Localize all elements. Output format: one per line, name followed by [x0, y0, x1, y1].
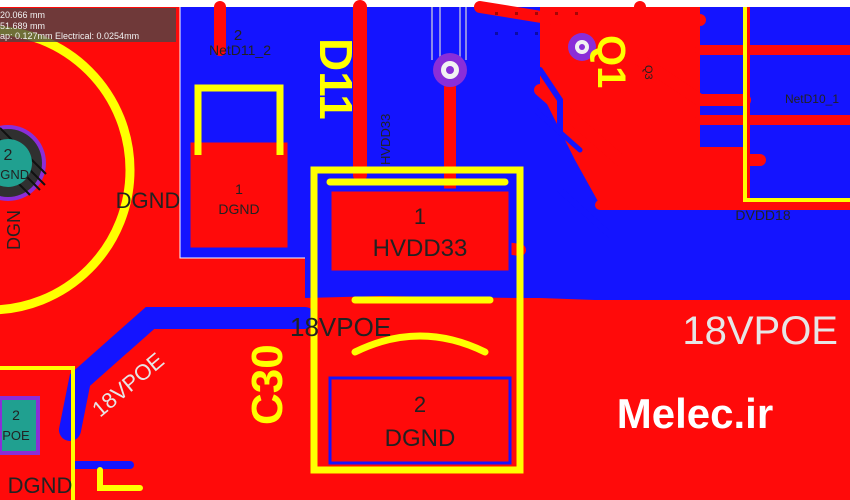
coordinate-readout: 20.066 mm 51.689 mm ap: 0.127mm Electric…	[0, 8, 176, 42]
bl-pad[interactable]	[0, 396, 40, 455]
bottom-copper-pour-strip	[610, 205, 850, 250]
window-top-edge	[0, 0, 850, 7]
q1-ref-label: Q1	[589, 35, 633, 88]
netd11-net-label: NetD11_2	[209, 42, 271, 58]
bl-pad-silk	[0, 366, 75, 500]
c30-pin1-label: 1	[414, 204, 426, 229]
readout-x: 20.066 mm	[0, 10, 46, 20]
smd-pad-dgnd[interactable]	[185, 137, 293, 253]
q1-sub-label: Q3	[642, 65, 654, 80]
bottom-copper-pour-right	[750, 7, 850, 212]
readout-clearance: ap: 0.127mm Electrical: 0.0254mm	[0, 31, 140, 41]
trace-q1-up	[634, 1, 751, 106]
bl-pad-net-label: POE	[2, 428, 30, 443]
small-pad-net-label: DGND	[218, 201, 259, 217]
c30-pin2-label: 2	[414, 392, 426, 417]
fence-lines	[431, 7, 467, 60]
c30-pad-1[interactable]	[328, 188, 512, 274]
netd10-label: NetD10_1	[785, 92, 839, 106]
vias	[433, 33, 596, 87]
thermal-pad-center	[0, 139, 32, 187]
hvdd33-vertical-label: HVDD33	[378, 114, 393, 165]
d11-silk-outline	[194, 84, 284, 155]
c30-pad-2[interactable]	[328, 376, 512, 465]
trace-blue-2	[467, 107, 583, 153]
dgnd-left-label: DGND	[116, 188, 181, 213]
c30-net2-label: DGND	[385, 425, 456, 452]
big-pad-pin-label: 2	[4, 147, 13, 164]
c30-net1-label: HVDD33	[373, 235, 468, 262]
d11-ref-label: D11	[310, 38, 362, 120]
bottom-copper-pour-right-inner	[700, 7, 745, 147]
top-traces	[214, 0, 850, 256]
pour-clearance	[179, 7, 305, 259]
readout-y: 51.689 mm	[0, 20, 46, 31]
mounting-hole-silk-ring	[0, 25, 135, 315]
c30-ref-label: C30	[243, 344, 292, 425]
poe-right-label: 18VPOE	[682, 309, 838, 353]
netd11-pin-label: 2	[234, 27, 242, 44]
trace-top-right	[474, 1, 706, 26]
dgnd-bottom-label: DGND	[8, 473, 73, 498]
watermark-label: Melec.ir	[617, 390, 773, 437]
bl-pad-pin-label: 2	[12, 407, 20, 423]
via-grid	[495, 12, 578, 35]
big-pad-net-label: DGND	[0, 167, 29, 182]
dvdd18-label: DVDD18	[735, 207, 790, 223]
trace-blue-1	[537, 67, 850, 238]
trace-horizontal-a	[534, 84, 766, 166]
c30-silk-outline	[310, 166, 524, 474]
poe-inline-label: 18VPOE	[290, 312, 391, 342]
netd10-silk-outline	[743, 7, 850, 202]
j-silk-mark	[97, 467, 143, 491]
small-pad-pin-label: 1	[235, 181, 243, 197]
big-pad-net-vertical-label: DGN	[4, 210, 24, 250]
